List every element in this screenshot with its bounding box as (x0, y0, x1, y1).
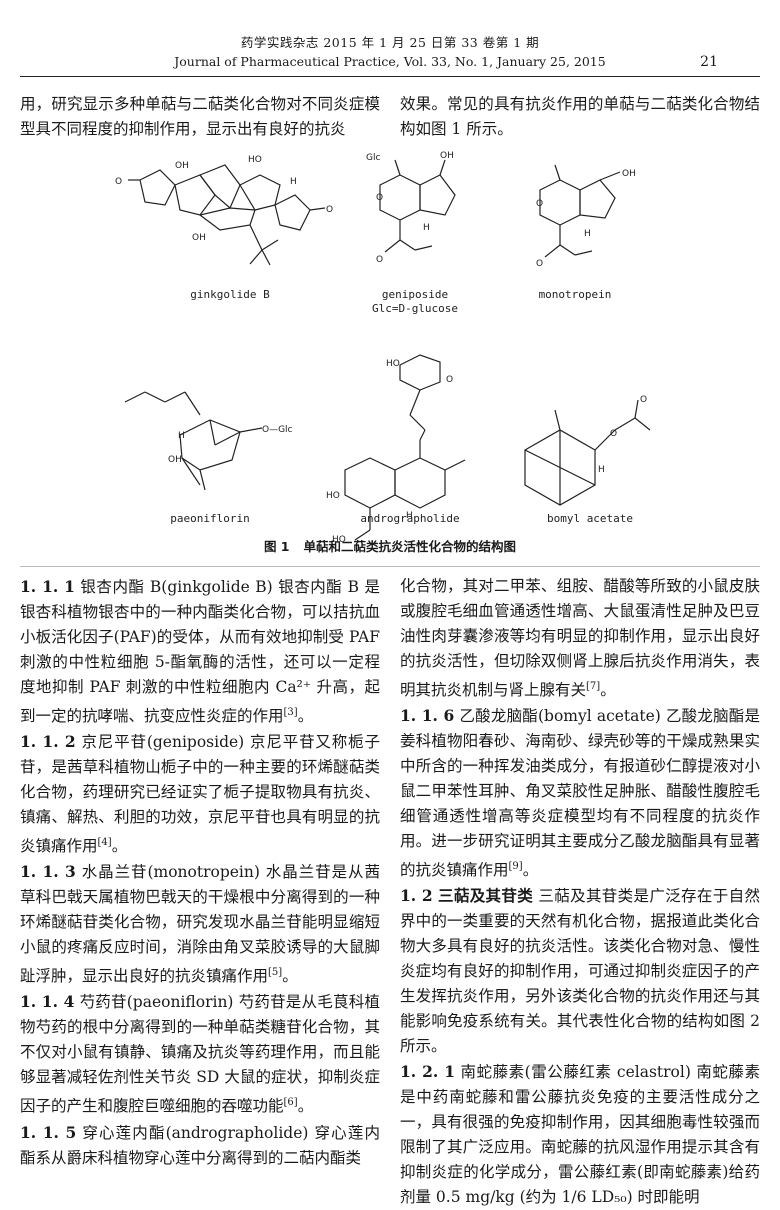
section-text: 京尼平苷又称栀子苷，是茜草科植物山栀子中的一种主要的环烯醚萜类化合物，药理研究已… (20, 733, 380, 856)
figure-number: 图 1 (263, 539, 290, 554)
section-text: 水晶兰苷是从茜草科巴戟天属植物巴戟天的干燥根中分离得到的一种环烯醚萜苷类化合物，… (20, 863, 380, 986)
geniposide-structure: Glc O OH H O (366, 151, 456, 265)
left-column: 1. 1. 1 银杏内酯 B(ginkgolide B) 银杏内酯 B 是银杏科… (20, 574, 380, 1171)
andrographolide-structure: HO O HO HO H (326, 354, 466, 545)
section-title: 芍药苷(paeoniflorin) (79, 993, 234, 1012)
section-title: 三萜及其苷类 (438, 886, 534, 906)
citation: [9] (508, 861, 523, 873)
section-text: 银杏内酯 B 是银杏科植物银杏中的一种内酯类化合物，可以拮抗血小板活化因子(PA… (20, 578, 380, 726)
label-geniposide: geniposide (381, 288, 449, 301)
section-number: 1. 1. 3 (20, 862, 76, 882)
svg-text:O: O (376, 193, 383, 203)
paeoniflorin-structure: H OH O—Glc (124, 391, 293, 491)
intro-left-text: 用，研究显示多种单萜与二萜类化合物对不同炎症模型具不同程度的抑制作用，显示出有良… (20, 95, 380, 138)
section-number: 1. 1. 5 (20, 1122, 77, 1142)
section-title: 银杏内酯 B(ginkgolide B) (80, 578, 273, 596)
intro-right-text: 效果。常见的具有抗炎作用的单萜与二萜类化合物结构如图 1 所示。 (400, 95, 760, 138)
section-1-1-3: 1. 1. 3 水晶兰苷(monotropein) 水晶兰苷是从茜草科巴戟天属植… (20, 862, 380, 986)
label-ginkgolide-b: ginkgolide B (190, 288, 270, 301)
svg-text:O: O (446, 375, 453, 385)
svg-text:Glc: Glc (366, 153, 380, 163)
svg-text:OH: OH (168, 455, 182, 465)
section-number: 1. 1. 6 (400, 706, 455, 726)
monotropein-structure: O OH H O (536, 164, 636, 269)
intro-left: 用，研究显示多种单萜与二萜类化合物对不同炎症模型具不同程度的抑制作用，显示出有良… (20, 92, 380, 142)
section-text: 三萜及其苷类是广泛存在于自然界中的一类重要的天然有机化合物，据报道此类化合物大多… (400, 887, 760, 1056)
section-title: 穿心莲内酯(andrographolide) (82, 1123, 309, 1142)
svg-text:O: O (640, 395, 647, 405)
structure-drawings: OH HO O O OH H Glc O OH H O (115, 151, 651, 545)
svg-text:O: O (326, 205, 333, 215)
section-number: 1. 1. 1 (20, 577, 75, 596)
section-number: 1. 1. 4 (20, 992, 75, 1012)
svg-text:H: H (598, 465, 605, 475)
journal-title-cn: 药学实践杂志 2015 年 1 月 25 日第 33 卷第 1 期 (240, 35, 540, 50)
right-column: 化合物，其对二甲苯、组胺、醋酸等所致的小鼠皮肤或腹腔毛细血管通透性增高、大鼠蛋清… (400, 574, 760, 1210)
label-paeoniflorin: paeoniflorin (170, 512, 250, 525)
svg-text:OH: OH (440, 151, 454, 161)
caption-rule (20, 566, 760, 567)
svg-text:H: H (423, 223, 430, 233)
section-title: 京尼平苷(geniposide) (81, 733, 245, 752)
svg-text:OH: OH (622, 169, 636, 179)
svg-text:H: H (290, 177, 297, 187)
ginkgolide-b-structure: OH HO O O OH H (115, 155, 333, 266)
section-title: 乙酸龙脑酯(bomyl acetate) (459, 707, 661, 726)
label-andrographolide: andrographolide (360, 512, 460, 525)
section-1-1-1: 1. 1. 1 银杏内酯 B(ginkgolide B) 银杏内酯 B 是银杏科… (20, 577, 380, 726)
svg-text:OH: OH (175, 161, 189, 171)
svg-text:H: H (406, 511, 413, 521)
svg-text:O—Glc: O—Glc (262, 425, 293, 435)
section-number: 1. 1. 2 (20, 732, 76, 752)
svg-text:O: O (376, 255, 383, 265)
section-1-1-6: 1. 1. 6 乙酸龙脑酯(bomyl acetate) 乙酸龙脑酯是姜科植物阳… (400, 706, 760, 880)
header-rule (20, 76, 760, 77)
svg-text:H: H (178, 431, 185, 441)
page-header: 药学实践杂志 2015 年 1 月 25 日第 33 卷第 1 期 Journa… (0, 32, 780, 82)
section-number: 1. 2. 1 (400, 1062, 456, 1082)
section-text: 化合物，其对二甲苯、组胺、醋酸等所致的小鼠皮肤或腹腔毛细血管通透性增高、大鼠蛋清… (400, 577, 760, 700)
svg-text:O: O (536, 199, 543, 209)
bomyl-acetate-structure: O O H (524, 395, 651, 506)
svg-text:HO: HO (248, 155, 262, 165)
svg-text:O: O (536, 259, 543, 269)
section-text: 芍药苷是从毛茛科植物芍药的根中分离得到的一种单萜类糖苷化合物，其不仅对小鼠有镇静… (20, 993, 380, 1116)
figure-caption-text: 单萜和二萜类抗炎活性化合物的结构图 (303, 539, 517, 554)
citation: [6] (283, 1097, 298, 1109)
section-1-2: 1. 2 三萜及其苷类 三萜及其苷类是广泛存在于自然界中的一类重要的天然有机化合… (400, 883, 760, 1059)
section-number: 1. 2 (400, 886, 433, 906)
svg-text:O: O (115, 177, 122, 187)
section-1-1-2: 1. 1. 2 京尼平苷(geniposide) 京尼平苷又称栀子苷，是茜草科植… (20, 732, 380, 856)
svg-text:H: H (584, 229, 591, 239)
label-bomyl-acetate: bomyl acetate (546, 512, 634, 525)
figure-caption: 图 1 单萜和二萜类抗炎活性化合物的结构图 (0, 536, 780, 555)
section-title: 水晶兰苷(monotropein) (81, 863, 260, 882)
citation: [3] (283, 707, 298, 718)
section-1-1-5: 1. 1. 5 穿心莲内酯(andrographolide) 穿心莲内酯系从爵床… (20, 1120, 380, 1171)
svg-text:HO: HO (386, 359, 400, 369)
citation: [5] (268, 967, 283, 979)
citation: [4] (97, 837, 112, 849)
section-1-1-5-cont: 化合物，其对二甲苯、组胺、醋酸等所致的小鼠皮肤或腹腔毛细血管通透性增高、大鼠蛋清… (400, 577, 760, 700)
label-monotropein: monotropein (538, 288, 612, 301)
svg-text:OH: OH (192, 233, 206, 243)
section-1-1-4: 1. 1. 4 芍药苷(paeoniflorin) 芍药苷是从毛茛科植物芍药的根… (20, 992, 380, 1116)
section-text: 乙酸龙脑酯是姜科植物阳春砂、海南砂、绿壳砂等的干燥成熟果实中所含的一种挥发油类成… (400, 707, 760, 880)
figure-1: OH HO O O OH H Glc O OH H O (0, 140, 780, 550)
journal-title-en: Journal of Pharmaceutical Practice, Vol.… (174, 54, 606, 69)
page-number: 21 (700, 54, 718, 70)
label-glc-note: Glc=D-glucose (371, 302, 459, 315)
svg-text:HO: HO (332, 535, 346, 545)
svg-text:O: O (610, 429, 617, 439)
citation: [7] (586, 681, 601, 692)
svg-text:HO: HO (326, 491, 340, 501)
section-text: 南蛇藤素是中药南蛇藤和雷公藤抗炎免疫的主要活性成分之一，具有很强的免疫抑制作用，… (400, 1063, 760, 1207)
section-title: 南蛇藤素(雷公藤红素 celastrol) (460, 1063, 691, 1082)
intro-right: 效果。常见的具有抗炎作用的单萜与二萜类化合物结构如图 1 所示。 (400, 92, 760, 142)
section-1-2-1: 1. 2. 1 南蛇藤素(雷公藤红素 celastrol) 南蛇藤素是中药南蛇藤… (400, 1059, 760, 1210)
